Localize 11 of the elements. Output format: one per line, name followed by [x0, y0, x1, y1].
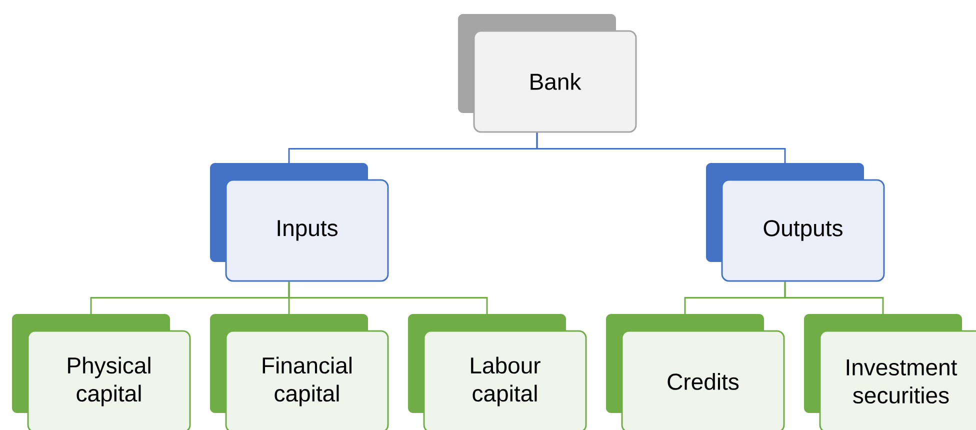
stacked-box: Credits [606, 314, 785, 430]
connector-line [784, 282, 884, 314]
stacked-box: Financial capital [210, 314, 389, 430]
connector-line [288, 282, 488, 314]
stacked-box: Outputs [706, 163, 885, 282]
stacked-box: Physical capital [12, 314, 191, 430]
connector-line [536, 132, 786, 163]
stacked-box: Investment securities [804, 314, 976, 430]
stacked-box: Labour capital [408, 314, 587, 430]
stacked-box: Bank [458, 14, 637, 133]
stacked-box: Inputs [210, 163, 389, 282]
